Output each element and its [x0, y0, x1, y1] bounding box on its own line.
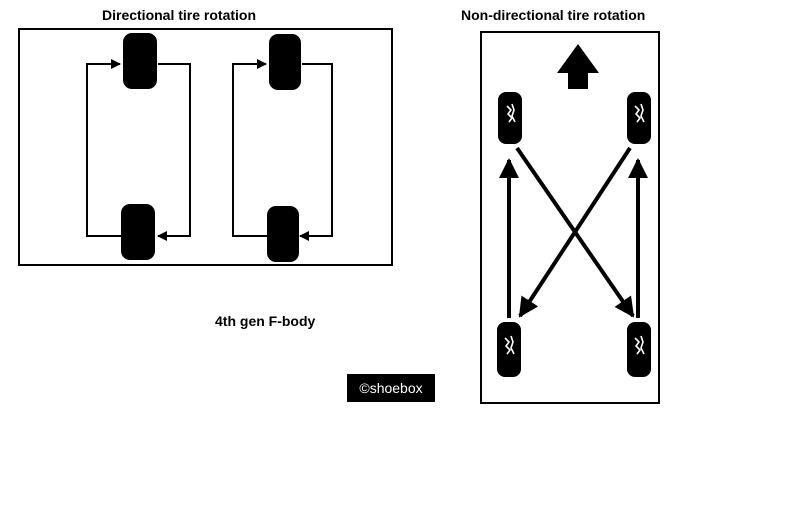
left-loop-return-path — [157, 63, 191, 241]
vehicle-caption: 4th gen F-body — [215, 313, 316, 329]
arrow-front-right-to-rear-left — [518, 146, 632, 318]
non-directional-panel-border — [480, 31, 660, 404]
tire-right-rear — [267, 206, 299, 262]
tire-left-rear — [121, 204, 155, 260]
tire-right-front — [269, 34, 301, 90]
tire-rear-left-nd — [497, 322, 521, 377]
tire-front-left-nd — [498, 92, 522, 144]
right-loop-return-path — [299, 63, 333, 241]
directional-rotation-title: Directional tire rotation — [102, 7, 257, 23]
directional-left-loop — [86, 33, 191, 260]
right-loop-path — [232, 59, 268, 237]
forward-direction-arrow-icon — [557, 44, 599, 89]
tire-front-right-nd — [627, 92, 651, 144]
directional-panel-border — [18, 28, 393, 266]
tire-rear-right-nd — [627, 322, 651, 377]
tire-left-front — [123, 33, 157, 89]
non-directional-rotation-title: Non-directional tire rotation — [461, 7, 646, 23]
left-loop-path — [86, 59, 122, 237]
directional-right-loop — [232, 34, 333, 262]
credit-watermark: ©shoebox — [347, 374, 435, 402]
